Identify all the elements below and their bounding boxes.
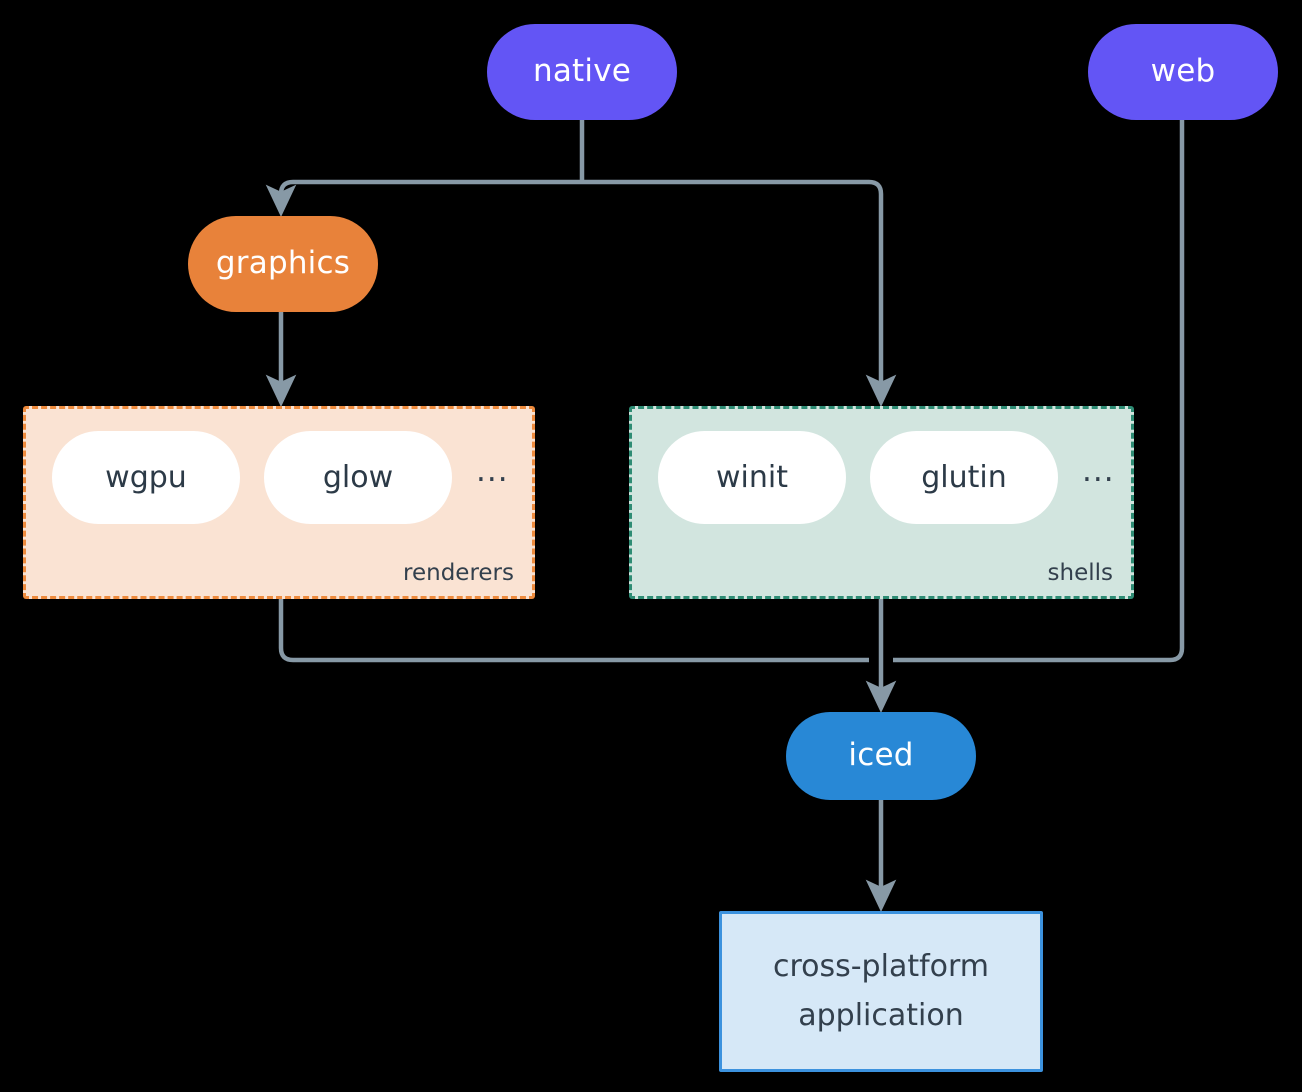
- group-renderers: wgpu glow ... renderers: [23, 406, 535, 599]
- chip-wgpu[interactable]: wgpu: [52, 431, 240, 524]
- application-line-1: cross-platform: [772, 948, 990, 984]
- edge-renderers-iced: [278, 599, 869, 663]
- node-web[interactable]: web: [1088, 24, 1278, 120]
- application-line-2: application: [798, 997, 964, 1033]
- group-shells-items: winit glutin ...: [658, 431, 1115, 524]
- edge-native-shells: [582, 179, 897, 408]
- renderers-more-ellipsis: ...: [476, 453, 509, 489]
- node-iced[interactable]: iced: [786, 712, 976, 800]
- node-native[interactable]: native: [487, 24, 677, 120]
- shells-more-ellipsis: ...: [1082, 453, 1115, 489]
- chip-glow[interactable]: glow: [264, 431, 452, 524]
- group-renderers-items: wgpu glow ...: [52, 431, 509, 524]
- chip-glutin[interactable]: glutin: [870, 431, 1058, 524]
- chip-winit[interactable]: winit: [658, 431, 846, 524]
- group-shells-label: shells: [1047, 560, 1113, 586]
- group-shells: winit glutin ... shells: [629, 406, 1134, 599]
- group-renderers-label: renderers: [403, 560, 514, 586]
- node-cross-platform-application[interactable]: cross-platform application: [719, 911, 1043, 1072]
- edge-native-graphics: [265, 179, 582, 218]
- node-graphics[interactable]: graphics: [188, 216, 378, 312]
